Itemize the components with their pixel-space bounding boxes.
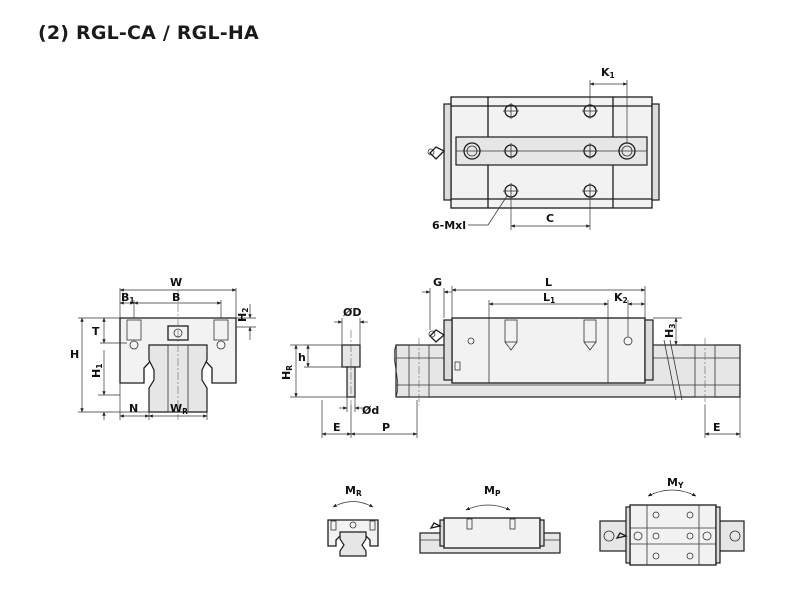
dim-hr-label: HR (280, 365, 294, 380)
grease-nipple-icon (427, 146, 446, 160)
dim-od-small-label: Ød (362, 404, 379, 417)
dim-w-label: W (170, 276, 182, 289)
moment-mr-label: MR (345, 484, 362, 498)
dim-g-label: G (433, 276, 442, 289)
side-view: G L L1 K2 H3 E (393, 276, 741, 438)
dim-h-small-label: h (298, 351, 306, 364)
dim-t-label: T (92, 325, 100, 338)
dim-l-label: L (545, 276, 552, 289)
top-view: K1 C 6-Mxl (427, 66, 660, 232)
dim-wr-label: WR (170, 402, 188, 416)
dim-h1-label: H1 (90, 364, 104, 378)
dim-k1-label: K1 (601, 66, 615, 80)
dim-l1-label: L1 (543, 291, 555, 305)
moment-my-diagram: MY (599, 476, 745, 566)
dim-h3-label: H3 (663, 324, 677, 338)
moment-mp-label: MP (484, 484, 501, 498)
front-view: W B1 B H2 T H H1 N WR (70, 276, 256, 420)
dim-h2-label: H2 (236, 308, 250, 322)
grease-nipple-icon (428, 329, 446, 343)
dim-e-label: E (333, 421, 341, 434)
dim-c-label: C (546, 212, 554, 225)
moment-mp-diagram: MP (419, 484, 561, 554)
dim-od-big-label: ØD (343, 306, 361, 319)
moment-mr-diagram: MR (327, 484, 379, 557)
dim-b1-label: B1 (121, 291, 135, 305)
dim-e-right-label: E (713, 421, 721, 434)
dim-n-label: N (129, 402, 138, 415)
rail-hole-section: ØD Ød h HR E P (280, 306, 418, 438)
page-title: (2) RGL-CA / RGL-HA (38, 22, 259, 44)
dim-k2-label: K2 (614, 291, 628, 305)
dim-h-label: H (70, 348, 79, 361)
mounting-holes (463, 103, 636, 199)
mxl-label: 6-Mxl (432, 219, 466, 232)
dim-b-label: B (172, 291, 180, 304)
moment-my-label: MY (667, 476, 684, 490)
dim-p-label: P (382, 421, 390, 434)
grease-nipple-icon (167, 325, 189, 341)
